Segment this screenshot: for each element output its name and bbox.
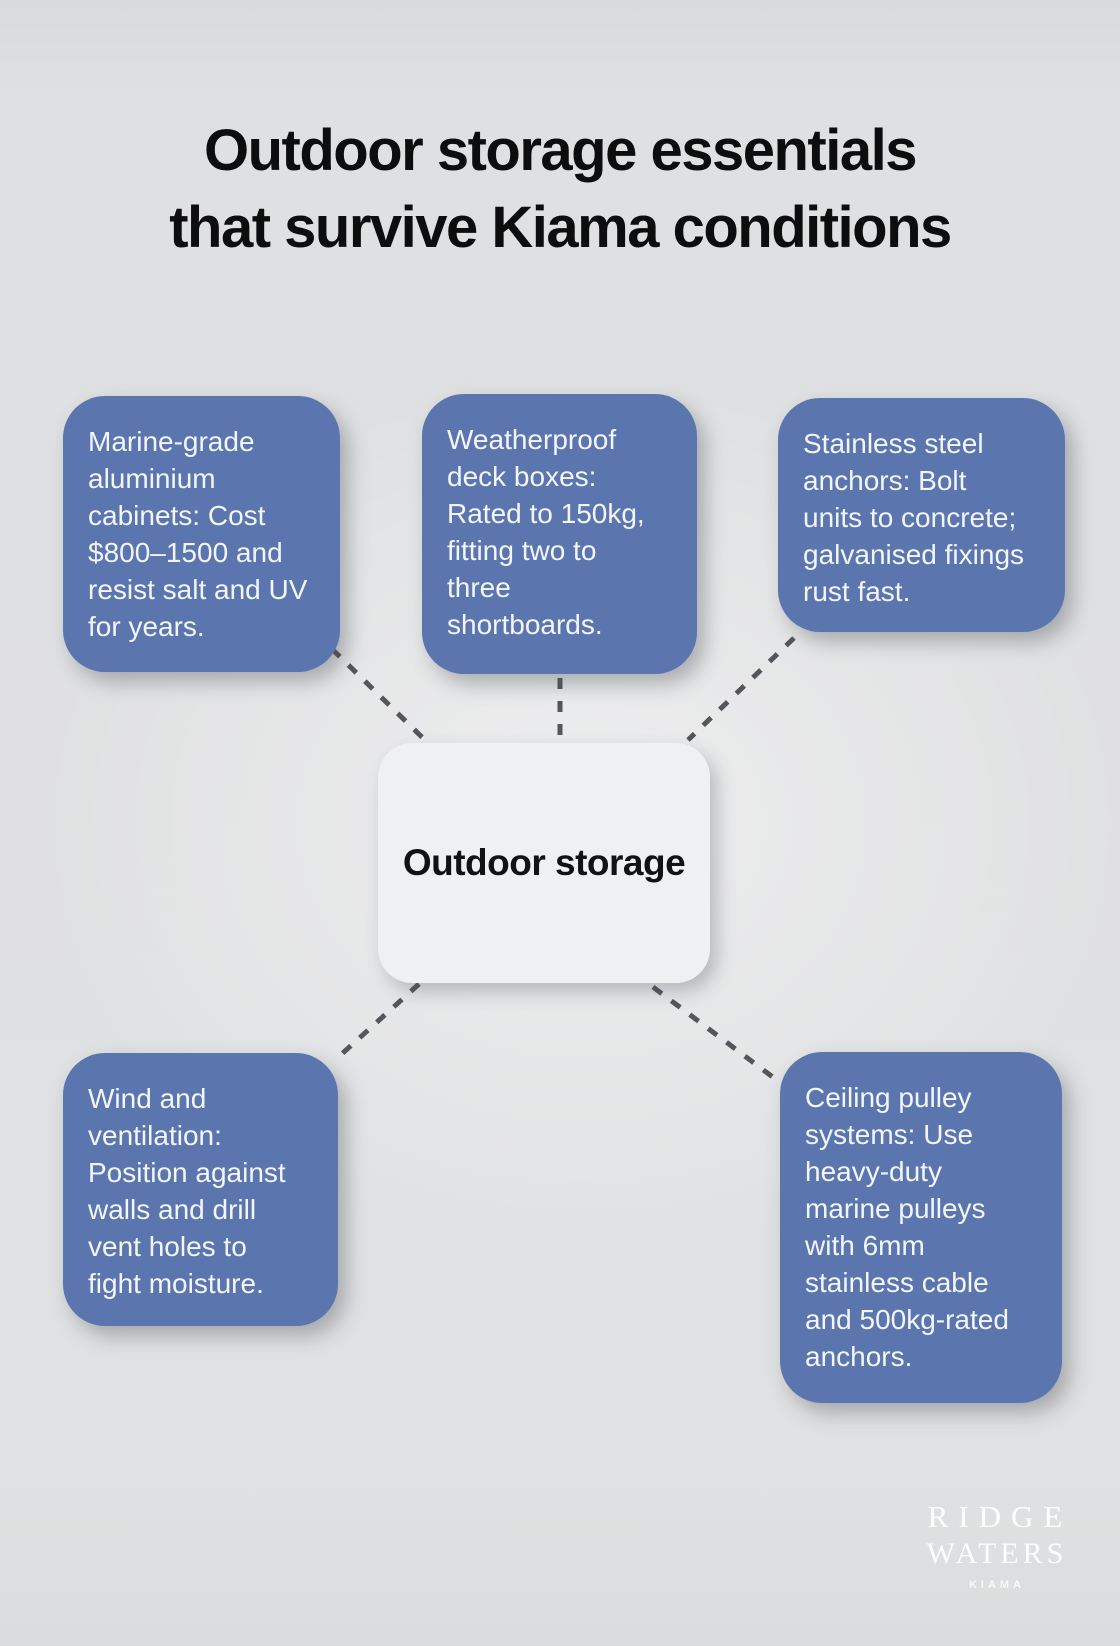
page-title: Outdoor storage essentials that survive K… xyxy=(0,112,1120,266)
brand-logo-ridge: RIDGE xyxy=(927,1499,1073,1534)
brand-logo-waters: WATERS xyxy=(926,1537,1068,1570)
page-title-line1: Outdoor storage essentials xyxy=(204,118,917,183)
node-card-marine-grade-cabinets: Marine-grade aluminium cabinets: Cost $8… xyxy=(63,396,340,672)
page-title-line2: that survive Kiama conditions xyxy=(169,195,952,260)
connector-center-to-pulleys xyxy=(651,985,780,1083)
connector-anchors-to-center xyxy=(686,636,796,742)
node-card-ceiling-pulley-systems: Ceiling pulley systems: Use heavy-duty m… xyxy=(780,1052,1062,1403)
node-card-stainless-steel-anchors: Stainless steel anchors: Bolt units to c… xyxy=(778,398,1065,632)
central-topic-card: Outdoor storage xyxy=(378,743,710,983)
connector-center-to-ventilation xyxy=(332,982,421,1063)
brand-logo-kiama: KIAMA xyxy=(968,1579,1026,1591)
connector-cabinets-to-center xyxy=(330,647,431,746)
brand-logo: RIDGE WATERS KIAMA xyxy=(880,1498,1110,1592)
node-card-weatherproof-deck-boxes: Weatherproof deck boxes: Rated to 150kg,… xyxy=(422,394,697,674)
central-topic-label: Outdoor storage xyxy=(402,842,686,883)
node-card-wind-and-ventilation: Wind and ventilation: Position against w… xyxy=(63,1053,338,1326)
